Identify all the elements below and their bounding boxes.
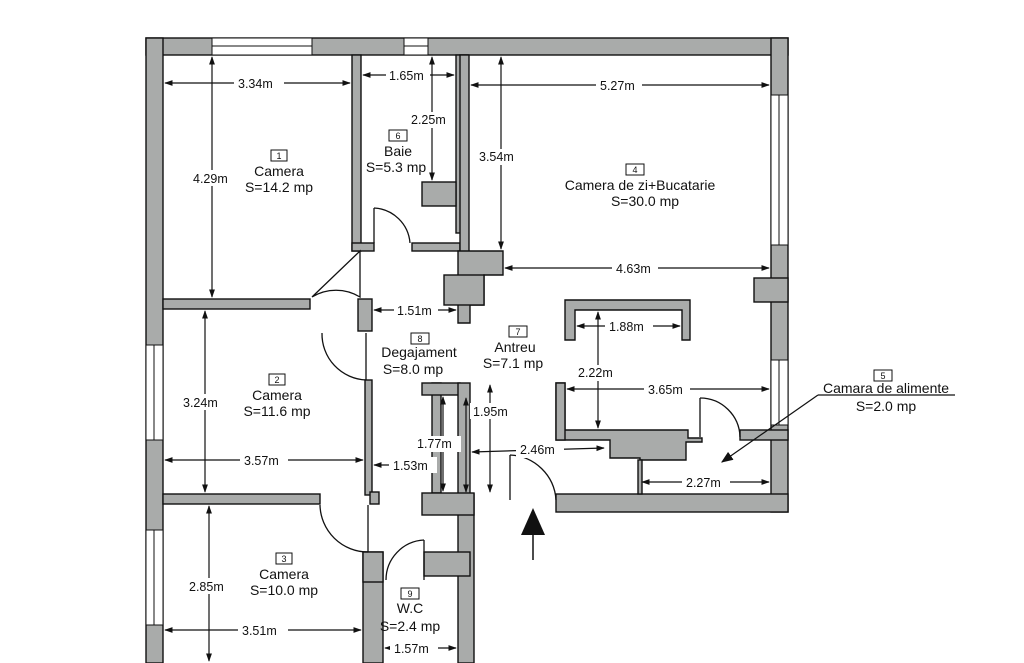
pantry-leader-arrow xyxy=(721,394,955,463)
room-number: 7 xyxy=(515,327,520,337)
room-area: S=7.1 mp xyxy=(483,355,544,371)
room-number: 1 xyxy=(276,151,281,161)
dim-antreu-width: 2.46m xyxy=(520,443,555,457)
dim-room3-height: 2.85m xyxy=(189,580,224,594)
dim-camara-width: 2.27m xyxy=(686,476,721,490)
room-label-6: 6 Baie S=5.3 mp xyxy=(366,129,427,175)
room-label-5: 5 Camara de alimente S=2.0 mp xyxy=(823,369,949,414)
room-number: 8 xyxy=(417,334,422,344)
room-name: Camera xyxy=(259,566,309,582)
room-label-7: 7 Antreu S=7.1 mp xyxy=(483,325,544,371)
room-number: 2 xyxy=(274,375,279,385)
room-name: Degajament xyxy=(381,344,457,360)
room-area: S=2.0 mp xyxy=(856,398,917,414)
dim-antreu-height: 1.95m xyxy=(473,405,508,419)
room-label-4: 4 Camera de zi+Bucatarie S=30.0 mp xyxy=(565,163,716,209)
room-label-8: 8 Degajament S=8.0 mp xyxy=(381,332,457,377)
dim-degaj-lower-width: 1.53m xyxy=(393,459,428,473)
room-area: S=14.2 mp xyxy=(245,179,313,195)
room-name: Camera xyxy=(254,163,304,179)
dim-room3-width: 3.51m xyxy=(242,624,277,638)
dimension-labels: 3.34m 4.29m 1.65m 2.25m 5.27m 3.54m 4.63… xyxy=(180,67,730,656)
room-area: S=30.0 mp xyxy=(611,193,679,209)
dim-room1-width: 3.34m xyxy=(238,77,273,91)
room-area: S=5.3 mp xyxy=(366,159,427,175)
room-name: Baie xyxy=(384,143,412,159)
room-label-9: 9 W.C S=2.4 mp xyxy=(380,587,441,634)
entry-arrow-icon xyxy=(521,508,545,560)
dim-room4-width: 5.27m xyxy=(600,79,635,93)
room-name: Camara de alimente xyxy=(823,380,949,396)
room-label-1: 1 Camera S=14.2 mp xyxy=(245,149,313,195)
dim-room2-width: 3.57m xyxy=(244,454,279,468)
room-number: 6 xyxy=(395,131,400,141)
dim-degaj-lower-height: 1.77m xyxy=(417,437,452,451)
room-area: S=11.6 mp xyxy=(243,403,310,419)
dim-island-width: 1.88m xyxy=(609,320,644,334)
dim-island-height: 2.22m xyxy=(578,366,613,380)
room-name: Antreu xyxy=(494,339,535,355)
dim-room4-height: 3.54m xyxy=(479,150,514,164)
room-number: 4 xyxy=(632,165,637,175)
room-area: S=10.0 mp xyxy=(250,582,318,598)
room-label-3: 3 Camera S=10.0 mp xyxy=(250,552,318,598)
room-area: S=2.4 mp xyxy=(380,618,441,634)
room-name: W.C xyxy=(397,600,423,616)
dim-degaj-width: 1.51m xyxy=(397,304,432,318)
room-number: 3 xyxy=(281,554,286,564)
dim-wc-width: 1.57m xyxy=(394,642,429,656)
dim-baie-height: 2.25m xyxy=(411,113,446,127)
room-label-2: 2 Camera S=11.6 mp xyxy=(243,373,311,419)
room-name: Camera de zi+Bucatarie xyxy=(565,177,716,193)
dim-room4-lower: 4.63m xyxy=(616,262,651,276)
dim-baie-width: 1.65m xyxy=(389,69,424,83)
dim-kitchen-width: 3.65m xyxy=(648,383,683,397)
room-area: S=8.0 mp xyxy=(383,361,444,377)
room-number: 5 xyxy=(880,371,885,381)
dim-room2-height: 3.24m xyxy=(183,396,218,410)
room-name: Camera xyxy=(252,387,302,403)
room-number: 9 xyxy=(407,589,412,599)
windows xyxy=(145,37,789,626)
dim-room1-height: 4.29m xyxy=(193,172,228,186)
walls xyxy=(145,37,789,663)
